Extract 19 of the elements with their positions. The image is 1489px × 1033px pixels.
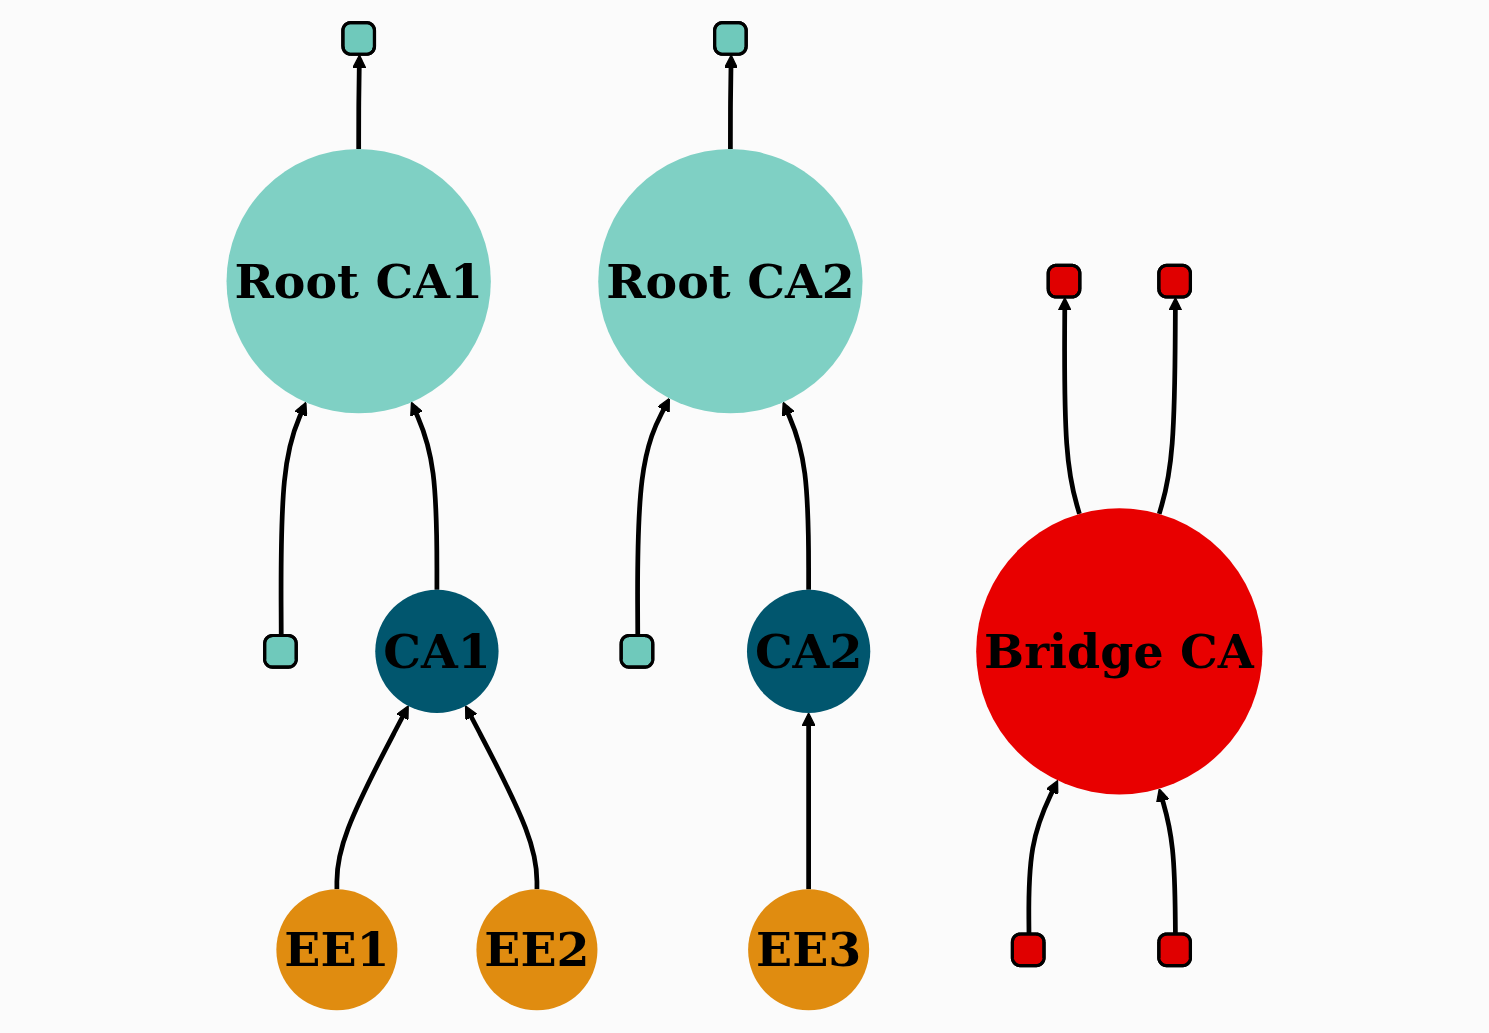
arrow bbox=[1057, 297, 1082, 515]
arrow bbox=[1026, 779, 1059, 935]
node-circle: EE3 bbox=[748, 889, 870, 1011]
node-circle: Root CA2 bbox=[598, 149, 863, 414]
node-circle: CA1 bbox=[375, 589, 499, 713]
arrow bbox=[724, 54, 738, 150]
node-circle: CA2 bbox=[747, 589, 871, 713]
arrow bbox=[464, 705, 540, 890]
node-circle: EE2 bbox=[476, 889, 598, 1011]
arrow bbox=[781, 401, 811, 590]
arrow bbox=[352, 54, 367, 150]
node-circle: Bridge CA bbox=[976, 508, 1263, 795]
arrow bbox=[1156, 297, 1183, 515]
arrow bbox=[1156, 788, 1178, 935]
arrow bbox=[334, 705, 409, 890]
node-circle: Root CA1 bbox=[226, 149, 491, 414]
node-circle: EE1 bbox=[276, 889, 398, 1011]
arrow bbox=[801, 712, 816, 890]
arrow bbox=[410, 401, 440, 590]
